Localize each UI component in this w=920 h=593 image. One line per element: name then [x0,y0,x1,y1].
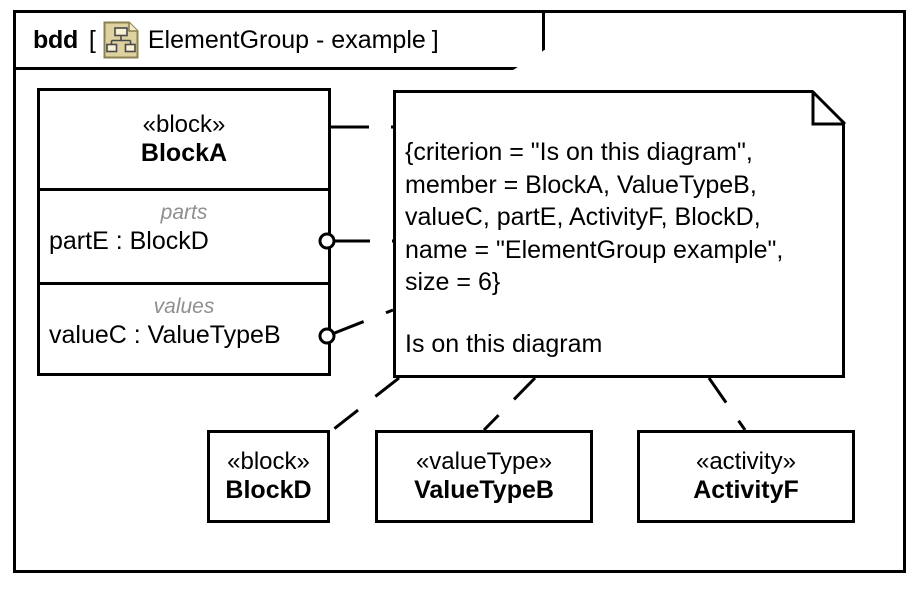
note-fold-corner [811,90,847,126]
note-body [393,90,845,378]
block-a-header: «block» BlockA [40,91,328,188]
block-d-name: BlockD [225,475,312,504]
note-properties-text: {criterion = "Is on this diagram", membe… [405,138,784,296]
value-type-b-node[interactable]: «valueType» ValueTypeB [375,430,593,523]
block-a-parts-compartment: parts partE : BlockD [40,188,328,282]
bracket-open: [ [88,25,96,54]
value-type-b-name: ValueTypeB [414,475,554,504]
activity-f-node[interactable]: «activity» ActivityF [637,430,855,523]
block-d-header: «block» BlockD [210,433,327,520]
value-type-b-header: «valueType» ValueTypeB [378,433,590,520]
bdd-diagram-icon [103,21,139,59]
block-a-node[interactable]: «block» BlockA parts partE : BlockD valu… [37,88,331,376]
parts-compartment-label: parts [160,201,208,224]
block-d-node[interactable]: «block» BlockD [207,430,330,523]
parts-item-partE[interactable]: partE : BlockD [49,227,209,255]
activity-f-name: ActivityF [693,475,799,504]
diagram-title-tab[interactable]: bdd [ ElementGroup - example ] [13,10,545,70]
block-a-name: BlockA [140,138,228,167]
block-a-values-compartment: values valueC : ValueTypeB [40,282,328,376]
values-compartment-label: values [153,295,215,318]
diagram-kind-label: bdd [33,25,78,54]
bracket-close: ] [431,25,439,54]
activity-f-header: «activity» ActivityF [640,433,852,520]
note-criterion-text: Is on this diagram [405,330,603,358]
element-group-note[interactable]: {criterion = "Is on this diagram", membe… [393,90,847,378]
diagram-title-inner: bdd [ ElementGroup - example ] [16,21,439,59]
diagram-title-label: ElementGroup - example [147,25,426,54]
block-a-name-compartment: «block» BlockA [40,91,328,188]
block-d-stereotype: «block» [227,448,310,476]
value-type-b-stereotype: «valueType» [415,448,553,476]
activity-f-stereotype: «activity» [695,448,797,476]
values-item-valueC[interactable]: valueC : ValueTypeB [49,321,281,349]
block-a-stereotype: «block» [142,111,226,139]
